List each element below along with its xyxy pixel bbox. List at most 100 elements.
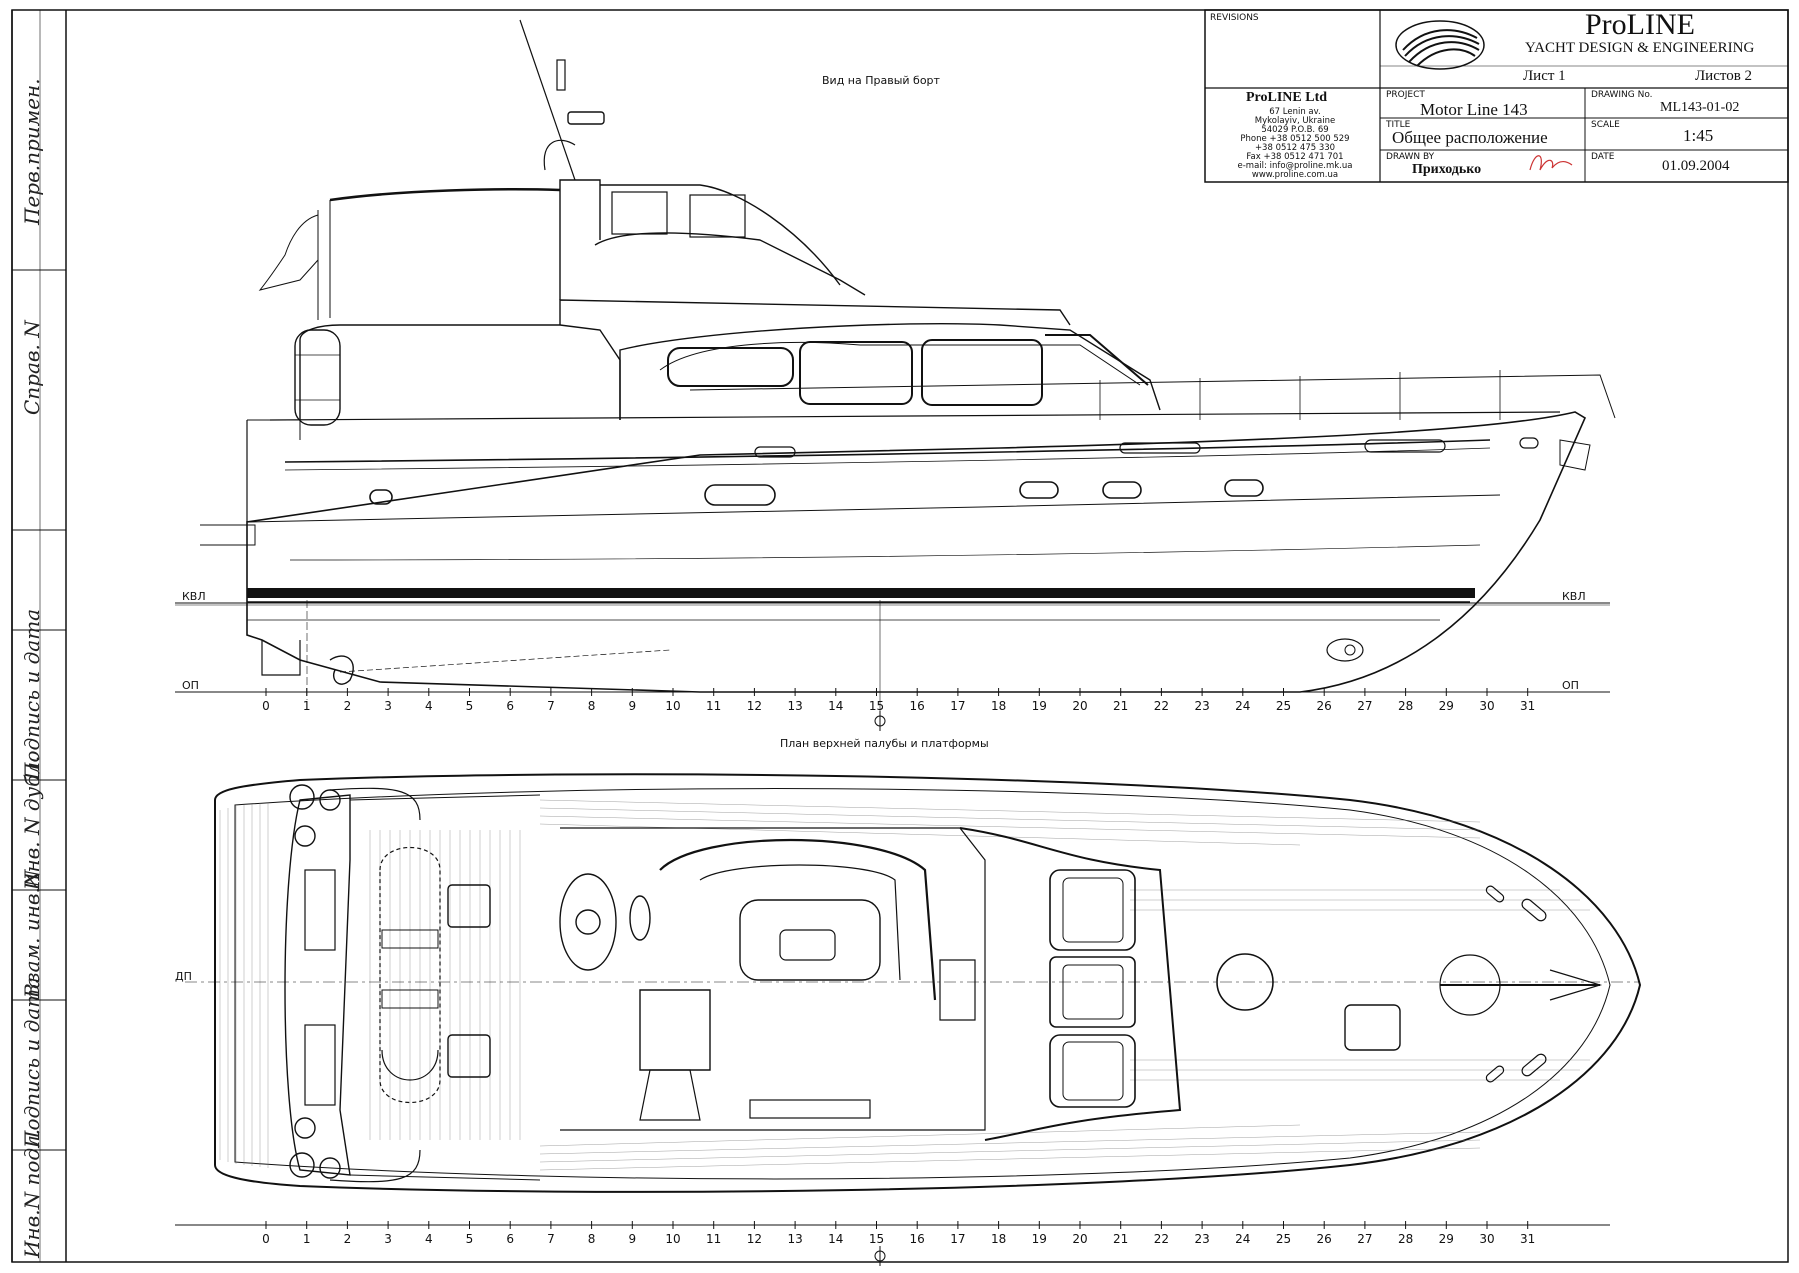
- plan-frame-label: 23: [1194, 1232, 1209, 1246]
- profile-frame-label: 16: [910, 699, 925, 713]
- profile-frame-label: 4: [425, 699, 433, 713]
- profile-frame-label: 9: [628, 699, 636, 713]
- sheets-label: Листов 2: [1695, 68, 1753, 84]
- profile-frame-label: 6: [506, 699, 514, 713]
- plan-frame-label: 15: [869, 1232, 884, 1246]
- plan-frame-label: 12: [747, 1232, 762, 1246]
- plan-frame-label: 11: [706, 1232, 721, 1246]
- plan-frame-label: 24: [1235, 1232, 1250, 1246]
- profile-frame-label: 27: [1357, 699, 1372, 713]
- profile-frame-label: 3: [384, 699, 392, 713]
- side-label-signature-date-1: Подпись и дата: [20, 608, 44, 780]
- profile-frame-label: 14: [828, 699, 843, 713]
- profile-frame-label: 8: [588, 699, 596, 713]
- profile-frame-label: 5: [466, 699, 474, 713]
- plan-frame-label: 21: [1113, 1232, 1128, 1246]
- project-label: PROJECT: [1386, 90, 1425, 100]
- plan-view-title: План верхней палубы и платформы: [780, 737, 989, 750]
- drawing-no-label: DRAWING No.: [1591, 90, 1653, 100]
- profile-frame-label: 31: [1520, 699, 1535, 713]
- side-label-perv-primen: Перв.примен.: [20, 78, 44, 225]
- plan-frame-label: 29: [1439, 1232, 1454, 1246]
- plan-frame-label: 0: [262, 1232, 270, 1246]
- plan-frame-label: 6: [506, 1232, 514, 1246]
- profile-frame-label: 15: [869, 699, 884, 713]
- address-line: Mykolayiv, Ukraine: [1254, 116, 1336, 126]
- profile-frame-label: 10: [665, 699, 680, 713]
- profile-frame-label: 25: [1276, 699, 1291, 713]
- profile-frame-label: 29: [1439, 699, 1454, 713]
- scale-value: 1:45: [1683, 126, 1714, 145]
- company-title: ProLINE: [1585, 8, 1695, 41]
- plan-frame-label: 18: [991, 1232, 1006, 1246]
- profile-view-title: Вид на Правый борт: [822, 74, 940, 87]
- date-label: DATE: [1591, 152, 1615, 162]
- profile-frame-label: 22: [1154, 699, 1169, 713]
- plan-view: [175, 773, 1642, 1226]
- profile-frame-label: 11: [706, 699, 721, 713]
- address-line: www.proline.com.ua: [1251, 170, 1339, 180]
- address-line: Fax +38 0512 471 701: [1246, 152, 1344, 162]
- address-line: 67 Lenin av.: [1269, 107, 1321, 117]
- plan-frame-label: 5: [466, 1232, 474, 1246]
- profile-frame-label: 21: [1113, 699, 1128, 713]
- project-value: Motor Line 143: [1420, 100, 1528, 119]
- profile-frame-label: 20: [1072, 699, 1087, 713]
- profile-frame-label: 18: [991, 699, 1006, 713]
- plan-frame-label: 30: [1479, 1232, 1494, 1246]
- profile-frame-label: 0: [262, 699, 270, 713]
- plan-frame-label: 25: [1276, 1232, 1291, 1246]
- centerline-label: ДП: [175, 970, 192, 983]
- profile-frame-label: 23: [1194, 699, 1209, 713]
- address-line: +38 0512 475 330: [1254, 143, 1336, 153]
- plan-frame-label: 9: [628, 1232, 636, 1246]
- profile-frame-label: 30: [1479, 699, 1494, 713]
- address-line: e-mail: info@proline.mk.ua: [1237, 161, 1353, 171]
- side-label-signature-date-2: Подпись и дата: [20, 976, 44, 1148]
- plan-frame-label: 22: [1154, 1232, 1169, 1246]
- drawn-by-label: DRAWN BY: [1386, 152, 1435, 162]
- plan-frame-label: 28: [1398, 1232, 1413, 1246]
- profile-frame-label: 24: [1235, 699, 1250, 713]
- plan-frame-label: 8: [588, 1232, 596, 1246]
- drawing-no-value: ML143-01-02: [1660, 100, 1740, 115]
- baseline-label-right: ОП: [1562, 679, 1579, 692]
- side-label-inv-podl: Инв.N подл.: [20, 1128, 44, 1258]
- plan-frame-label: 26: [1317, 1232, 1332, 1246]
- waterline-label-left: КВЛ: [182, 590, 206, 603]
- plan-frame-label: 17: [950, 1232, 965, 1246]
- plan-frame-label: 1: [303, 1232, 311, 1246]
- plan-frame-label: 4: [425, 1232, 433, 1246]
- drawn-by-value: Приходько: [1412, 162, 1482, 177]
- profile-frame-label: 26: [1317, 699, 1332, 713]
- waterline-label-right: КВЛ: [1562, 590, 1586, 603]
- profile-frame-label: 28: [1398, 699, 1413, 713]
- title-label: TITLE: [1386, 120, 1411, 130]
- revisions-label: REVISIONS: [1210, 13, 1259, 23]
- profile-frame-label: 2: [344, 699, 352, 713]
- plan-frame-label: 31: [1520, 1232, 1535, 1246]
- profile-frame-label: 7: [547, 699, 555, 713]
- title-value: Общее расположение: [1392, 128, 1548, 147]
- profile-frame-label: 13: [787, 699, 802, 713]
- sheet-label: Лист 1: [1523, 68, 1566, 84]
- profile-frame-label: 12: [747, 699, 762, 713]
- company-name: ProLINE Ltd: [1246, 90, 1328, 105]
- side-label-sprav: Справ. N: [20, 320, 44, 415]
- plan-frame-label: 7: [547, 1232, 555, 1246]
- plan-frame-label: 13: [787, 1232, 802, 1246]
- plan-frame-label: 10: [665, 1232, 680, 1246]
- scale-label: SCALE: [1591, 120, 1620, 130]
- company-subtitle: YACHT DESIGN & ENGINEERING: [1525, 40, 1755, 56]
- proline-logo-icon: [1395, 20, 1485, 70]
- plan-frame-label: 16: [910, 1232, 925, 1246]
- plan-frame-label: 19: [1032, 1232, 1047, 1246]
- section-marker-icon: [874, 711, 886, 1266]
- signature-icon: [1529, 155, 1573, 171]
- baseline-label-left: ОП: [182, 679, 199, 692]
- plan-frame-label: 2: [344, 1232, 352, 1246]
- profile-frame-label: 19: [1032, 699, 1047, 713]
